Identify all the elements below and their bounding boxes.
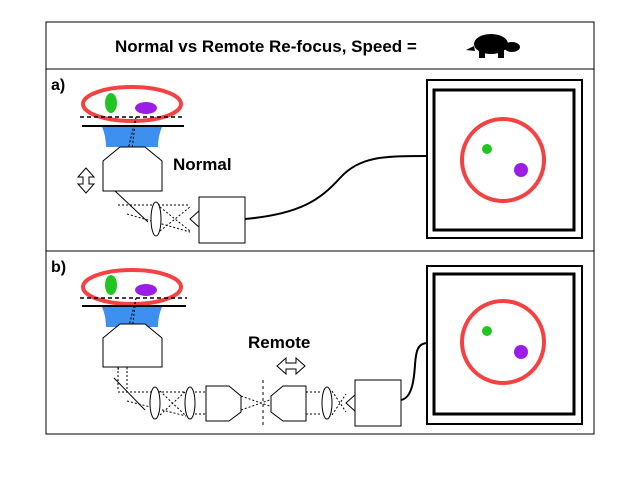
panel-b-objective-2 — [205, 385, 242, 422]
panel-a-mode-label: Normal — [173, 155, 232, 174]
turtle-icon — [466, 34, 520, 58]
panel-b-beam-converge-2 — [331, 393, 347, 416]
panel-a-mirror — [114, 190, 149, 223]
panel-b-monitor-ring — [460, 299, 546, 385]
panel-b-mirror — [113, 377, 146, 411]
panel-a-camera — [198, 196, 246, 244]
panel-a-monitor — [426, 79, 583, 239]
panel-b-monitor-green-dot — [482, 326, 492, 336]
panel-a-beam-converge-2 — [159, 206, 191, 232]
panel-a-beam-converge-1 — [159, 206, 191, 232]
panel-b-focus-ring — [81, 268, 183, 306]
panel-b-remote-objective — [270, 385, 307, 422]
panel-b-tube-lens-3 — [321, 386, 333, 420]
panel-a-green-sample — [105, 93, 117, 113]
panel-b-move-arrow-icon — [276, 356, 306, 376]
panel-b-beam-converge-1 — [331, 390, 347, 413]
outer-frame — [45, 21, 595, 435]
panel-b-mode-label: Remote — [248, 333, 310, 352]
panel-a-monitor-purple-dot — [514, 163, 528, 177]
panel-a-monitor-ring — [460, 117, 546, 203]
figure-title: Normal vs Remote Re-focus, Speed = — [115, 37, 417, 56]
panel-b-monitor — [426, 265, 583, 425]
panel-b-beam-focus-2 — [240, 395, 282, 411]
panel-a-tube-lens — [150, 201, 162, 237]
panel-b-green-sample — [105, 275, 117, 295]
panel-b-tube-lens-1 — [149, 386, 161, 420]
panel-b-objective — [102, 323, 163, 368]
panel-b-monitor-purple-dot — [514, 345, 528, 359]
panel-b-label: b) — [51, 259, 66, 276]
panel-a-cable — [244, 155, 428, 220]
panel-a-label: a) — [51, 77, 65, 94]
panel-b-sample — [80, 268, 187, 307]
panel-b-beam-cross-2 — [159, 390, 187, 416]
panel-b-cable — [400, 342, 429, 401]
panel-a-monitor-green-dot — [482, 144, 492, 154]
panel-a-purple-sample — [135, 102, 157, 114]
panel-a-focus-ring — [81, 85, 183, 123]
panel-b-purple-sample — [135, 284, 157, 296]
panel-a-sample — [80, 85, 185, 127]
panel-b-tube-lens-2 — [184, 386, 196, 420]
panel-b-camera — [354, 379, 402, 427]
panel-a-move-arrow-icon — [76, 167, 96, 194]
panel-a-objective — [102, 146, 163, 192]
panel-b-immersion — [102, 307, 162, 327]
panel-a-immersion — [102, 127, 162, 147]
